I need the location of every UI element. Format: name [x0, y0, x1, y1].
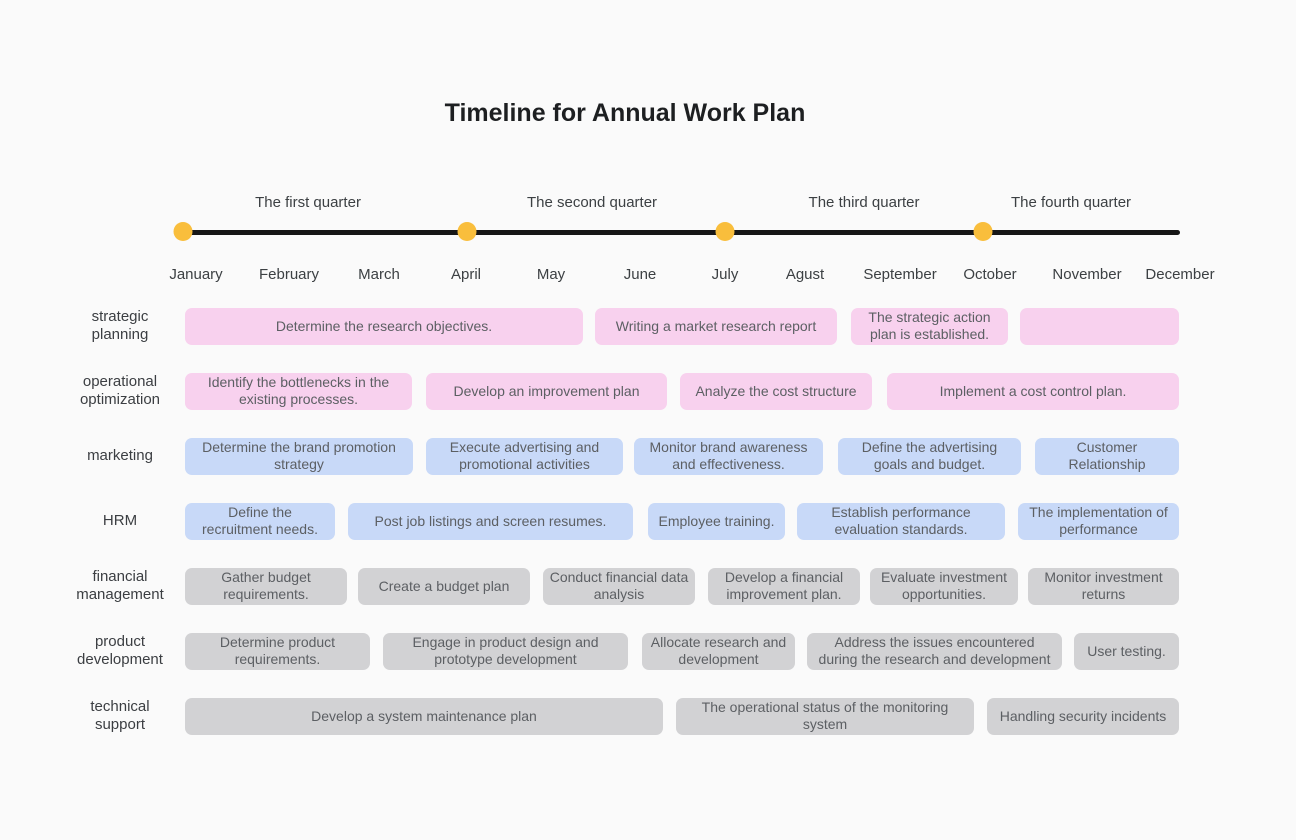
task-bar: Employee training.: [648, 502, 785, 540]
month-label: January: [169, 266, 223, 283]
quarter-label: The fourth quarter: [1010, 194, 1132, 211]
task-bar: Address the issues encountered during th…: [807, 632, 1062, 670]
row-label: marketing: [87, 447, 153, 464]
task-bar: User testing.: [1074, 632, 1179, 670]
month-label: April: [450, 266, 482, 283]
quarter-label: The third quarter: [808, 194, 920, 211]
task-bar: Develop an improvement plan: [426, 372, 667, 410]
task-bar: The strategic action plan is established…: [851, 307, 1008, 345]
task-bar: Implement a cost control plan.: [887, 372, 1179, 410]
timeline-line: [183, 230, 1180, 235]
task-bar: Determine the research objectives.: [185, 307, 583, 345]
task-bar: Define the recruitment needs.: [185, 502, 335, 540]
month-label: May: [536, 266, 566, 283]
task-bar: Conduct financial data analysis: [543, 567, 695, 605]
task-bar: Determine the brand promotion strategy: [185, 437, 413, 475]
quarter-dot-icon: [457, 222, 477, 241]
task-bar: Handling security incidents: [987, 697, 1179, 735]
task-bar: Develop a financial improvement plan.: [708, 567, 860, 605]
quarter-dot-icon: [173, 222, 193, 241]
quarter-dot-icon: [973, 222, 993, 241]
task-bar: Evaluate investment opportunities.: [870, 567, 1018, 605]
row-label: product development: [77, 633, 163, 668]
task-bar: Execute advertising and promotional acti…: [426, 437, 623, 475]
row-label: HRM: [102, 512, 138, 529]
row-label: technical support: [90, 698, 150, 733]
month-label: September: [863, 266, 937, 283]
task-bar: Monitor investment returns: [1028, 567, 1179, 605]
task-bar: [1020, 307, 1179, 345]
task-bar: The operational status of the monitoring…: [676, 697, 974, 735]
month-label: Agust: [785, 266, 825, 283]
quarter-label: The second quarter: [526, 194, 658, 211]
month-label: November: [1052, 266, 1122, 283]
row-label: operational optimization: [79, 373, 161, 408]
quarter-label: The first quarter: [255, 194, 361, 211]
task-bar: The implementation of performance: [1018, 502, 1179, 540]
month-label: February: [258, 266, 320, 283]
task-bar: Identify the bottlenecks in the existing…: [185, 372, 412, 410]
row-label: financial management: [76, 568, 164, 603]
month-label: October: [963, 266, 1017, 283]
task-bar: Monitor brand awareness and effectivenes…: [634, 437, 823, 475]
month-label: June: [623, 266, 657, 283]
task-bar: Determine product requirements.: [185, 632, 370, 670]
quarter-dot-icon: [715, 222, 735, 241]
task-bar: Establish performance evaluation standar…: [797, 502, 1005, 540]
task-bar: Define the advertising goals and budget.: [838, 437, 1021, 475]
month-label: March: [358, 266, 400, 283]
task-bar: Develop a system maintenance plan: [185, 697, 663, 735]
task-bar: Post job listings and screen resumes.: [348, 502, 633, 540]
task-bar: Customer Relationship: [1035, 437, 1179, 475]
task-bar: Allocate research and development: [642, 632, 795, 670]
task-bar: Writing a market research report: [595, 307, 837, 345]
month-label: July: [711, 266, 739, 283]
task-bar: Gather budget requirements.: [185, 567, 347, 605]
task-bar: Analyze the cost structure: [680, 372, 872, 410]
task-bar: Create a budget plan: [358, 567, 530, 605]
row-label: strategic planning: [91, 308, 149, 343]
task-bar: Engage in product design and prototype d…: [383, 632, 628, 670]
month-label: December: [1145, 266, 1215, 283]
page-title: Timeline for Annual Work Plan: [444, 99, 806, 127]
